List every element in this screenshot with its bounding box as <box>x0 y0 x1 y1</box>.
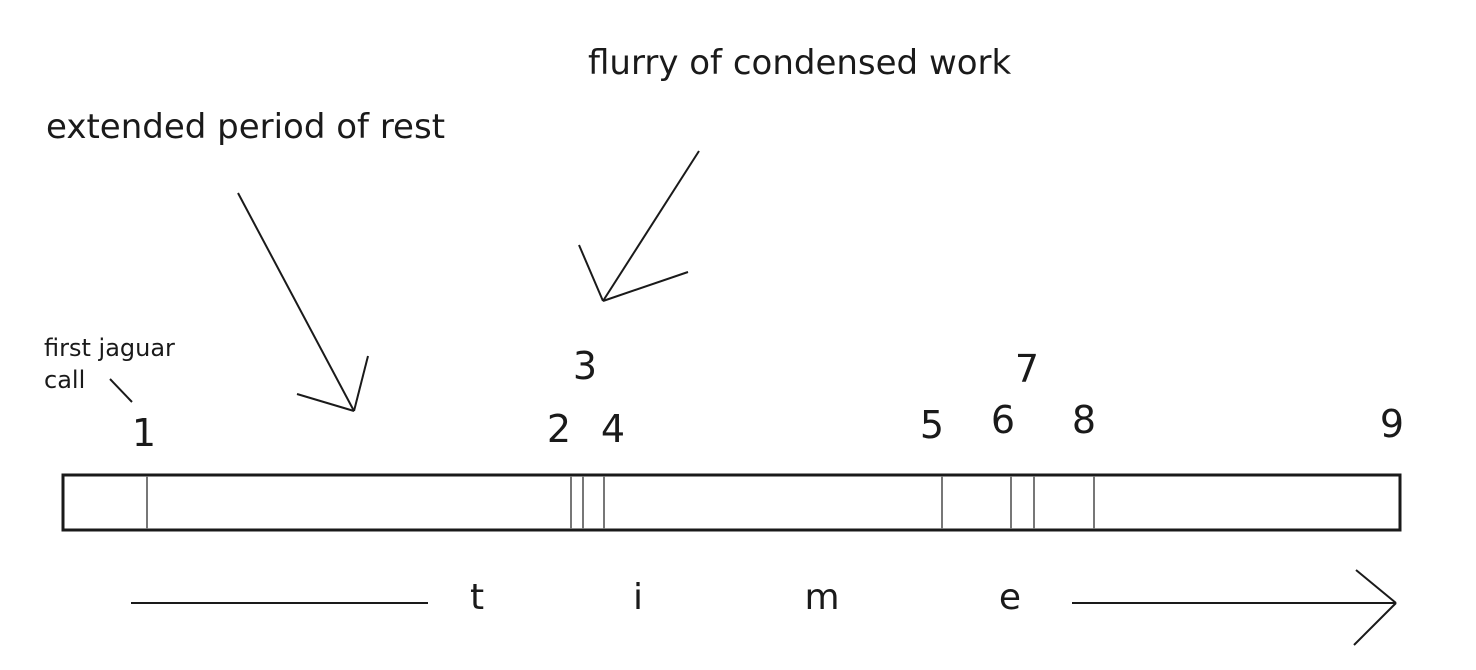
time-letter: m <box>804 577 840 618</box>
rest-arrow <box>237 192 369 412</box>
rest-caption: extended period of rest <box>46 107 446 147</box>
timeline-bar <box>61 473 1402 532</box>
event-label: 7 <box>1014 347 1040 391</box>
event-label: 4 <box>600 407 626 451</box>
event-label: 1 <box>131 411 157 455</box>
first-call-caption: first jaguar call <box>44 332 175 397</box>
flurry-arrow <box>578 150 700 302</box>
event-label: 6 <box>990 398 1016 442</box>
event-label: 8 <box>1071 398 1097 442</box>
flurry-caption: flurry of condensed work <box>588 43 1012 83</box>
time-letter: e <box>998 577 1022 618</box>
time-letter: i <box>632 577 644 618</box>
event-label: 3 <box>572 344 598 388</box>
first-call-caption-line2: call <box>44 366 86 395</box>
first-call-leader <box>109 378 133 403</box>
event-label: 9 <box>1379 402 1405 446</box>
first-call-caption-line1: first jaguar <box>44 334 175 362</box>
event-dividers <box>146 476 1095 529</box>
time-letter: t <box>469 577 485 618</box>
event-label: 5 <box>919 403 945 447</box>
time-axis-arrow <box>131 569 1397 646</box>
event-label: 2 <box>546 407 572 451</box>
